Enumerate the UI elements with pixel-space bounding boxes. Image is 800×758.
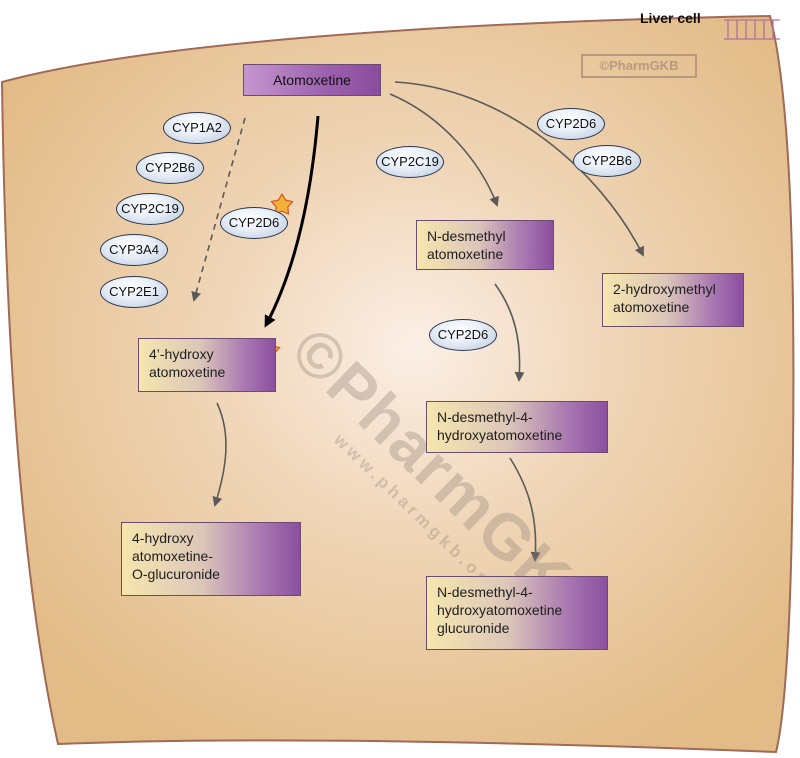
arrow-to-hydroxy-major <box>264 115 320 328</box>
metabolite-n-desmethyl-atomoxetine: N-desmethyl atomoxetine <box>416 220 554 270</box>
enzyme-cyp2e1: CYP2E1 <box>100 276 168 308</box>
metabolite-n-desmethyl-4-hydroxyatomoxetine: N-desmethyl-4- hydroxyatomoxetine <box>426 401 608 453</box>
metabolite-2-hydroxymethyl-atomoxetine: 2-hydroxymethyl atomoxetine <box>602 273 744 327</box>
copyright-badge: ©PharmGKB <box>581 54 697 78</box>
metabolite-4-hydroxy-atomoxetine: 4’-hydroxy atomoxetine <box>138 338 276 392</box>
enzyme-cyp2d6: CYP2D6 <box>429 319 497 351</box>
arrow-to-hydroxymethyl <box>394 81 644 257</box>
arrow-to-n-desmethyl-glucuronide <box>509 457 541 562</box>
arrow-to-n-desmethyl-hydroxy <box>494 283 525 382</box>
enzyme-cyp2d6: CYP2D6 <box>537 108 605 140</box>
membrane-lipid-icon <box>724 19 780 40</box>
arrow-to-n-desmethyl <box>389 93 499 207</box>
enzyme-cyp3a4: CYP3A4 <box>100 234 168 266</box>
enzyme-cyp1a2: CYP1A2 <box>163 112 231 144</box>
metabolite-n-desmethyl-4-hydroxyatomoxetine-glucuronide: N-desmethyl-4- hydroxyatomoxetine glucur… <box>426 576 608 650</box>
enzyme-cyp2c19: CYP2C19 <box>376 146 444 178</box>
enzyme-cyp2b6: CYP2B6 <box>573 145 641 177</box>
metabolite-4-hydroxy-atomoxetine-glucuronide: 4-hydroxy atomoxetine- O-glucuronide <box>121 522 301 596</box>
enzyme-cyp2d6-major: CYP2D6 <box>220 207 288 239</box>
variant-star-icon <box>270 192 294 215</box>
enzyme-cyp2b6: CYP2B6 <box>136 152 204 184</box>
cell-label: Liver cell <box>640 10 701 26</box>
arrow-to-hydroxy-glucuronide <box>212 402 227 507</box>
enzyme-cyp2c19: CYP2C19 <box>116 193 184 225</box>
arrow-to-hydroxy-minor <box>191 117 246 302</box>
drug-atomoxetine: Atomoxetine <box>243 64 381 96</box>
